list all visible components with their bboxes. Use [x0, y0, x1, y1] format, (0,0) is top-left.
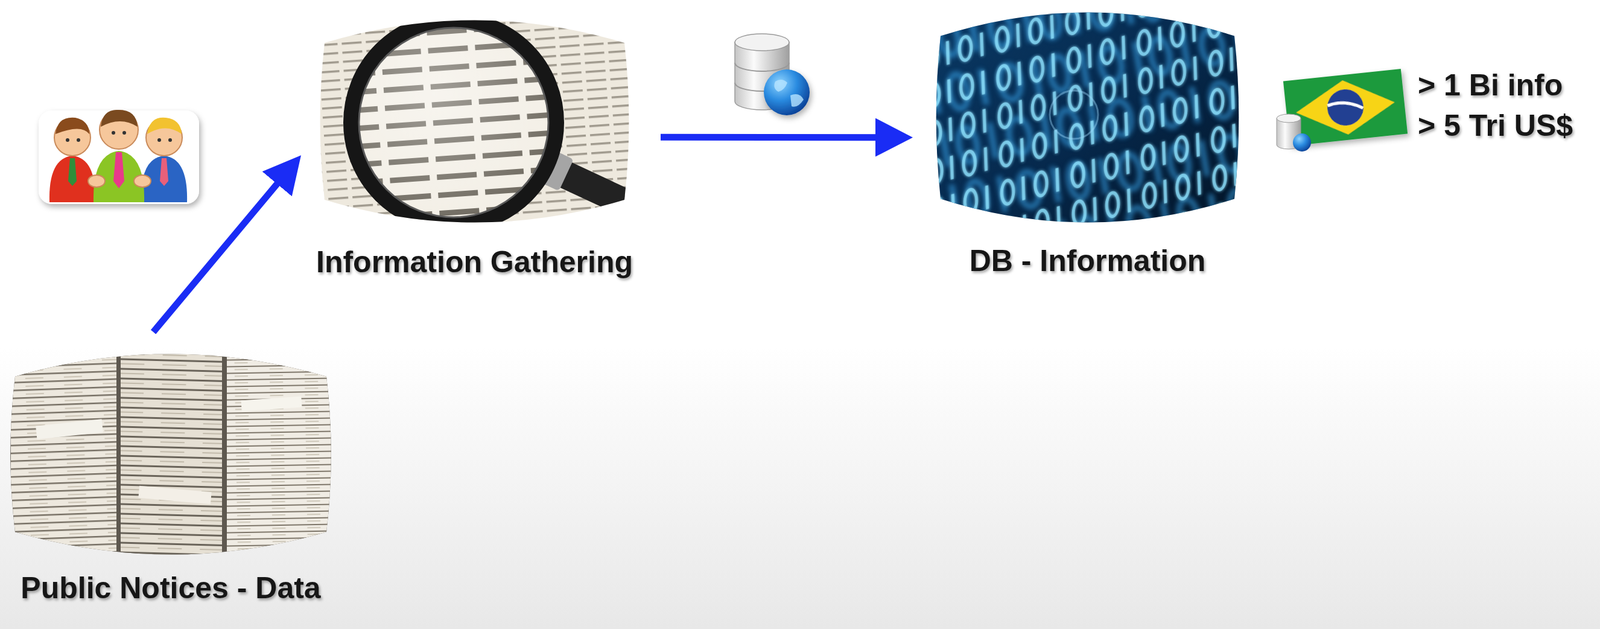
page-text	[313, 0, 640, 254]
eye	[122, 130, 127, 135]
figure-label: > 5 Tri US$	[1417, 108, 1573, 144]
cylinder-band	[734, 62, 790, 72]
small-cylinder-top	[1276, 114, 1301, 123]
eye	[111, 130, 116, 135]
binary-ground	[929, 0, 1249, 254]
lens	[349, 18, 562, 230]
flag-globe	[1325, 87, 1366, 128]
database-globe-icon	[734, 33, 810, 116]
node-label: DB - Information	[969, 243, 1207, 279]
lens-flare	[1049, 90, 1099, 139]
lens-ring-inner	[358, 27, 549, 218]
hands	[133, 174, 151, 188]
flag-band	[1327, 100, 1363, 112]
eye	[157, 138, 162, 142]
person-hair	[147, 117, 182, 134]
lens-glare	[357, 25, 551, 220]
brazil-flag-icon	[1276, 68, 1408, 152]
node-label: Information Gathering	[316, 244, 633, 280]
stack-ground	[9, 325, 335, 580]
magnified-text	[349, 18, 562, 230]
tint	[9, 325, 335, 580]
eye	[65, 138, 70, 142]
lens-ring	[351, 19, 557, 226]
people-icon	[38, 109, 200, 204]
binary-picture	[929, 0, 1249, 254]
eye	[168, 138, 172, 142]
eye	[76, 138, 81, 142]
image-node: Information Gathering	[313, 18, 636, 280]
hands	[88, 174, 105, 188]
magnifier-picture	[313, 0, 658, 254]
continent	[790, 94, 804, 107]
globe	[763, 69, 810, 116]
flow-arrow	[153, 164, 294, 332]
person-tie	[113, 152, 125, 189]
icon-card	[38, 110, 200, 204]
person-tie	[159, 158, 169, 186]
binary-digits-blur	[929, 0, 1249, 254]
figure-label: > 1 Bi info	[1417, 68, 1563, 104]
cylinder-top	[734, 33, 790, 51]
image-node: Public Notices - Data	[15, 351, 327, 606]
person-tie	[68, 158, 77, 186]
person-hair	[100, 109, 138, 127]
small-globe	[1292, 133, 1312, 152]
flag-diamond	[1293, 75, 1398, 140]
binary-digits	[929, 0, 1249, 254]
continent	[774, 79, 788, 92]
image-node: DB - Information	[940, 10, 1235, 279]
flow-arrow	[660, 133, 901, 141]
node-label: Public Notices - Data	[20, 570, 321, 606]
newspaper-stacks	[9, 325, 335, 580]
person-hair	[55, 117, 90, 134]
